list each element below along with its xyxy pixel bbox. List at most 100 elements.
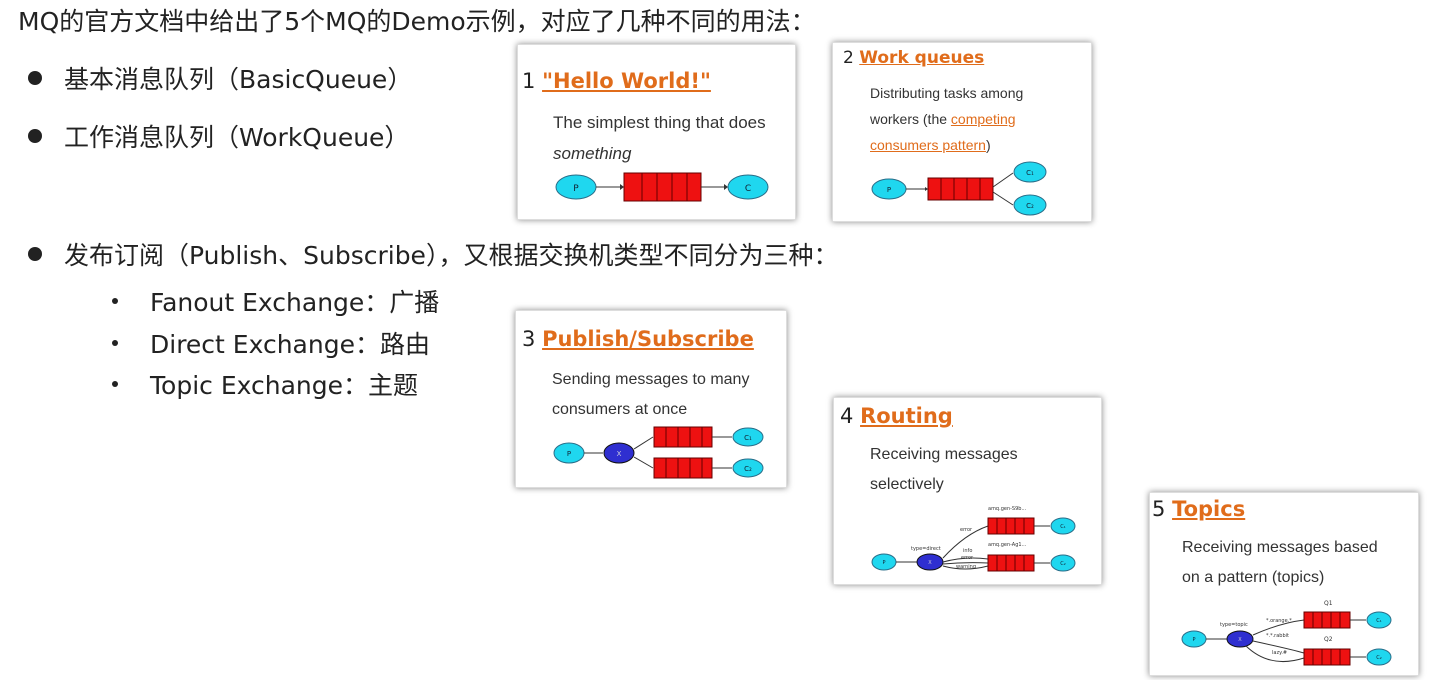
sub-bullet-dot bbox=[112, 381, 118, 387]
card-number: 3 bbox=[522, 327, 536, 351]
card-description: Receiving messages based bbox=[1182, 539, 1378, 556]
arrow-head bbox=[724, 184, 728, 190]
hello-world-diagram: P C bbox=[555, 172, 769, 202]
card-routing: 4 Routing Receiving messages selectively… bbox=[833, 397, 1102, 585]
routing-diagram: amq.gen-S9b... amq.gen-Ag1... P type=dir… bbox=[871, 506, 1076, 572]
binding-line bbox=[1252, 619, 1305, 636]
binding-line bbox=[942, 565, 989, 570]
sub-bullet-topic: Topic Exchange：主题 bbox=[112, 366, 418, 402]
consumer-node bbox=[732, 427, 764, 447]
card-hello-world: 1 "Hello World!" The simplest thing that… bbox=[517, 44, 796, 220]
queue-name: Q2 bbox=[1324, 636, 1333, 643]
sub-bullet-label: Topic Exchange：主题 bbox=[150, 371, 418, 400]
card-description: Distributing tasks among bbox=[870, 85, 1024, 101]
card-number: 4 bbox=[840, 404, 854, 428]
queue bbox=[987, 517, 1035, 535]
bullet-label: 发布订阅（Publish、Subscribe），又根据交换机类型不同分为三种： bbox=[64, 241, 839, 270]
arrow bbox=[633, 436, 654, 450]
consumer-label: C₂ bbox=[1060, 561, 1066, 567]
queue bbox=[1303, 648, 1351, 666]
consumer-node bbox=[1050, 517, 1076, 535]
sub-bullet-fanout: Fanout Exchange：广播 bbox=[112, 283, 439, 319]
queue-box bbox=[623, 172, 702, 202]
exchange-type-label: type=topic bbox=[1220, 622, 1248, 628]
exchange-node bbox=[1226, 630, 1254, 648]
queue bbox=[927, 177, 994, 201]
routing-key: info bbox=[963, 548, 972, 554]
intro-text: MQ的官方文档中给出了5个MQ的Demo示例，对应了几种不同的用法： bbox=[18, 7, 816, 36]
consumer-node bbox=[1050, 554, 1076, 572]
binding-line bbox=[942, 557, 989, 563]
bullet-label: 基本消息队列（BasicQueue） bbox=[64, 65, 413, 94]
consumer-node bbox=[727, 174, 769, 200]
binding-line bbox=[1245, 645, 1305, 663]
card-title-link[interactable]: Work queues bbox=[859, 48, 985, 68]
card-title-link[interactable]: Publish/Subscribe bbox=[542, 327, 754, 351]
bullet-dot bbox=[28, 247, 42, 261]
consumer-node bbox=[1366, 611, 1392, 629]
queue bbox=[623, 172, 702, 202]
arrow bbox=[633, 456, 654, 469]
consumer-label: C₁ bbox=[1026, 169, 1034, 177]
queue-name: Q1 bbox=[1324, 600, 1333, 607]
card-number: 1 bbox=[522, 69, 536, 93]
producer-label: P bbox=[882, 560, 885, 566]
consumer-node bbox=[1013, 161, 1047, 183]
card-publish-subscribe: 3 Publish/Subscribe Sending messages to … bbox=[515, 310, 787, 488]
consumer-node bbox=[732, 458, 764, 478]
consumer-node bbox=[1366, 648, 1392, 666]
exchange-label: X bbox=[928, 560, 932, 566]
queue bbox=[987, 554, 1035, 572]
consumer-label: C₂ bbox=[1376, 655, 1382, 661]
routing-key: *.orange.* bbox=[1266, 618, 1292, 624]
bullet-dot bbox=[28, 129, 42, 143]
queue bbox=[1303, 611, 1351, 629]
card-description-line2: workers (the competing bbox=[870, 111, 1016, 127]
queue-name: amq.gen-S9b... bbox=[988, 506, 1027, 512]
sub-bullet-dot bbox=[112, 298, 118, 304]
card-topics: 5 Topics Receiving messages based on a p… bbox=[1149, 492, 1419, 676]
card-title-link[interactable]: "Hello World!" bbox=[542, 69, 711, 93]
competing-link[interactable]: competing bbox=[950, 111, 1016, 127]
card-number: 2 bbox=[843, 48, 854, 68]
card-description-line2: consumers at once bbox=[552, 401, 688, 418]
binding-line bbox=[942, 525, 989, 559]
bullet-publish-subscribe: 发布订阅（Publish、Subscribe），又根据交换机类型不同分为三种： bbox=[28, 236, 838, 272]
sub-bullet-dot bbox=[112, 340, 118, 346]
card-title-link[interactable]: Topics bbox=[1172, 497, 1246, 521]
consumer-label: C₁ bbox=[744, 434, 752, 442]
card-description-line2: on a pattern (topics) bbox=[1182, 569, 1325, 586]
sub-bullet-direct: Direct Exchange：路由 bbox=[112, 325, 430, 361]
binding-line bbox=[942, 562, 989, 565]
bullet-label: 工作消息队列（WorkQueue） bbox=[64, 123, 410, 152]
card-description: Receiving messages bbox=[870, 446, 1018, 463]
card-number: 5 bbox=[1152, 497, 1166, 521]
work-queues-diagram: P C₁ C₂ bbox=[871, 161, 1047, 216]
queue bbox=[653, 457, 713, 479]
publish-subscribe-diagram: P X C₁ C₂ bbox=[553, 426, 764, 479]
routing-key: error bbox=[961, 555, 974, 561]
topics-diagram: Q1 Q2 P type=topic X *.orange.* *.*.rabb… bbox=[1181, 600, 1392, 666]
card-description-line3: consumers pattern) bbox=[870, 137, 991, 153]
card-title-link[interactable]: Routing bbox=[860, 404, 953, 428]
consumer-label: C₂ bbox=[1026, 202, 1034, 210]
bullet-dot bbox=[28, 71, 42, 85]
bullet-work-queue: 工作消息队列（WorkQueue） bbox=[28, 118, 409, 154]
card-description-italic: something bbox=[553, 144, 632, 163]
card-description-line2: selectively bbox=[870, 476, 944, 493]
card-work-queues: 2 Work queues Distributing tasks among w… bbox=[832, 42, 1092, 222]
card-description: Sending messages to many bbox=[552, 371, 750, 388]
consumer-label: C₂ bbox=[744, 465, 752, 473]
routing-key: *.*.rabbit bbox=[1266, 633, 1289, 639]
routing-key: warning bbox=[956, 564, 976, 570]
consumer-label: C₁ bbox=[1376, 618, 1382, 624]
producer-label: P bbox=[887, 186, 891, 194]
queue bbox=[653, 426, 713, 448]
arrow-head bbox=[620, 184, 624, 190]
arrow bbox=[992, 172, 1014, 188]
exchange-label: X bbox=[1238, 637, 1242, 643]
exchange-node bbox=[603, 442, 635, 464]
producer-label: P bbox=[567, 450, 571, 458]
consumers-pattern-link[interactable]: consumers pattern bbox=[870, 137, 986, 153]
routing-key: lazy.# bbox=[1272, 650, 1287, 656]
